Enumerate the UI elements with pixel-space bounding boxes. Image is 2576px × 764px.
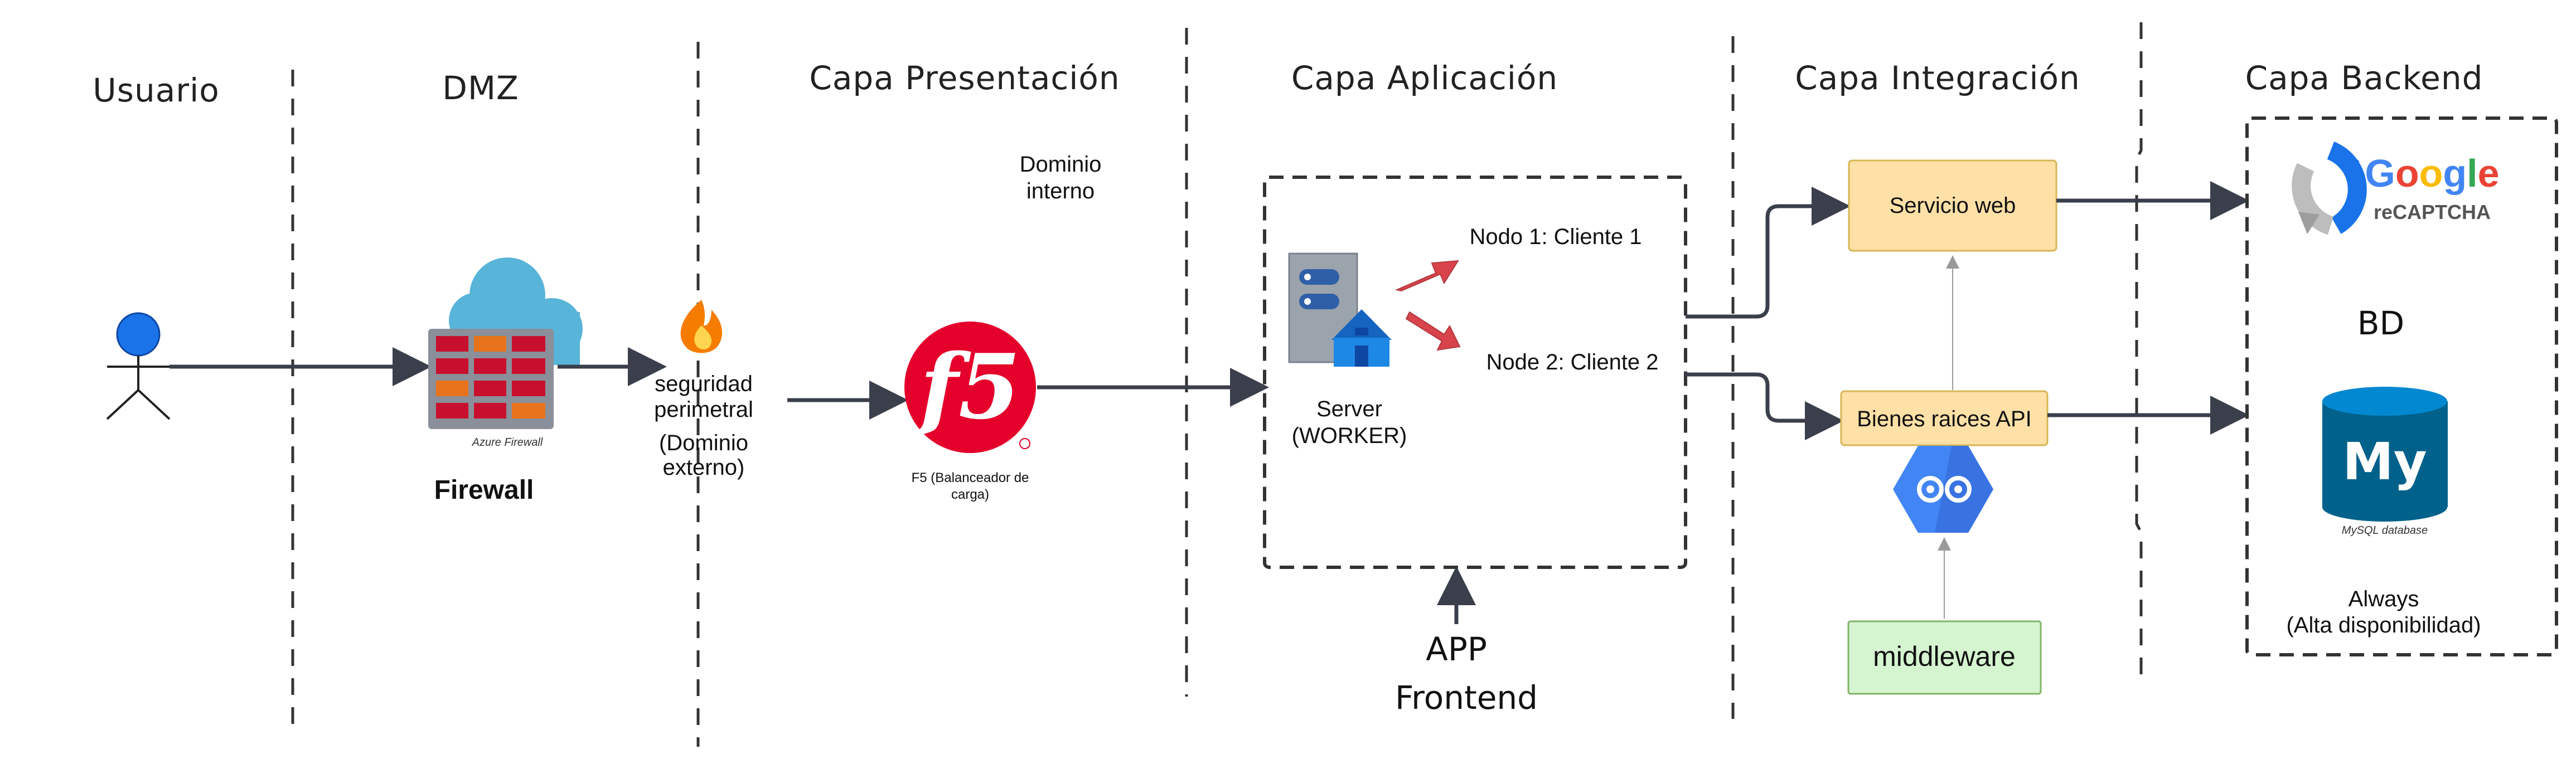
layer-usuario-title: Usuario xyxy=(93,71,219,109)
divider-integracion-backend xyxy=(2135,22,2143,685)
node2-label: Node 2: Cliente 2 xyxy=(1486,350,1658,374)
svg-text:My: My xyxy=(2342,432,2427,492)
frontend-label: Frontend xyxy=(1395,679,1538,717)
arrow-to-node1 xyxy=(1394,260,1459,292)
web-service-label: Servicio web xyxy=(1890,193,2016,218)
server-icon xyxy=(1288,252,1358,363)
recaptcha-product: reCAPTCHA xyxy=(2374,201,2491,223)
f5-label-line2: carga) xyxy=(951,487,989,502)
connector-app-webservice xyxy=(1686,187,1851,319)
server-label-line1: Server xyxy=(1316,397,1382,421)
middleware-label: middleware xyxy=(1873,641,2016,672)
availability-line2: (Alta disponibilidad) xyxy=(2286,613,2481,638)
f5-label-line1: F5 (Balanceador de xyxy=(912,470,1029,485)
connector-app-api xyxy=(1686,372,1844,440)
mysql-icon: My xyxy=(2322,387,2448,522)
f5-logo: f5 xyxy=(904,322,1036,453)
layer-backend-title: Capa Backend xyxy=(2245,59,2483,97)
layer-integracion-title: Capa Integración xyxy=(1795,59,2080,97)
perimeter-line1: seguridad xyxy=(655,372,753,396)
node1-label: Nodo 1: Cliente 1 xyxy=(1469,225,1642,249)
api-label: Bienes raices API xyxy=(1857,407,2032,431)
svg-text:f5: f5 xyxy=(914,334,1020,439)
server-label-line2: (WORKER) xyxy=(1292,424,1407,448)
perimeter-line4: externo) xyxy=(663,455,745,480)
layer-presentacion-title: Capa Presentación xyxy=(809,59,1120,97)
recaptcha-icon xyxy=(2292,142,2367,235)
api-box: Bienes raices API xyxy=(1840,390,2049,446)
perimeter-line2: perimetral xyxy=(654,397,753,422)
worker-icon xyxy=(1331,309,1392,367)
firewall-icon xyxy=(428,329,554,429)
layer-dmz-title: DMZ xyxy=(442,69,519,107)
bd-label: BD xyxy=(2357,304,2404,342)
app-label: APP xyxy=(1426,630,1487,668)
layer-aplicacion-title: Capa Aplicación xyxy=(1291,59,1558,97)
middleware-box: middleware xyxy=(1847,620,2042,695)
mysql-caption: MySQL database xyxy=(2342,524,2428,537)
availability-line1: Always xyxy=(2349,587,2419,611)
backend-container xyxy=(2245,116,2558,656)
fire-icon xyxy=(680,300,723,353)
domain-line1: Dominio xyxy=(1020,152,1102,177)
user-icon xyxy=(106,312,171,420)
firewall-label: Firewall xyxy=(434,475,534,505)
api-gateway-icon xyxy=(1893,446,1993,533)
domain-line2: interno xyxy=(1026,179,1095,203)
firewall-caption: Azure Firewall xyxy=(472,436,543,449)
recaptcha-brand: Google xyxy=(2365,152,2499,195)
web-service-box: Servicio web xyxy=(1848,159,2057,252)
perimeter-line3: (Dominio xyxy=(659,431,748,455)
arrow-to-node2 xyxy=(1405,311,1461,351)
